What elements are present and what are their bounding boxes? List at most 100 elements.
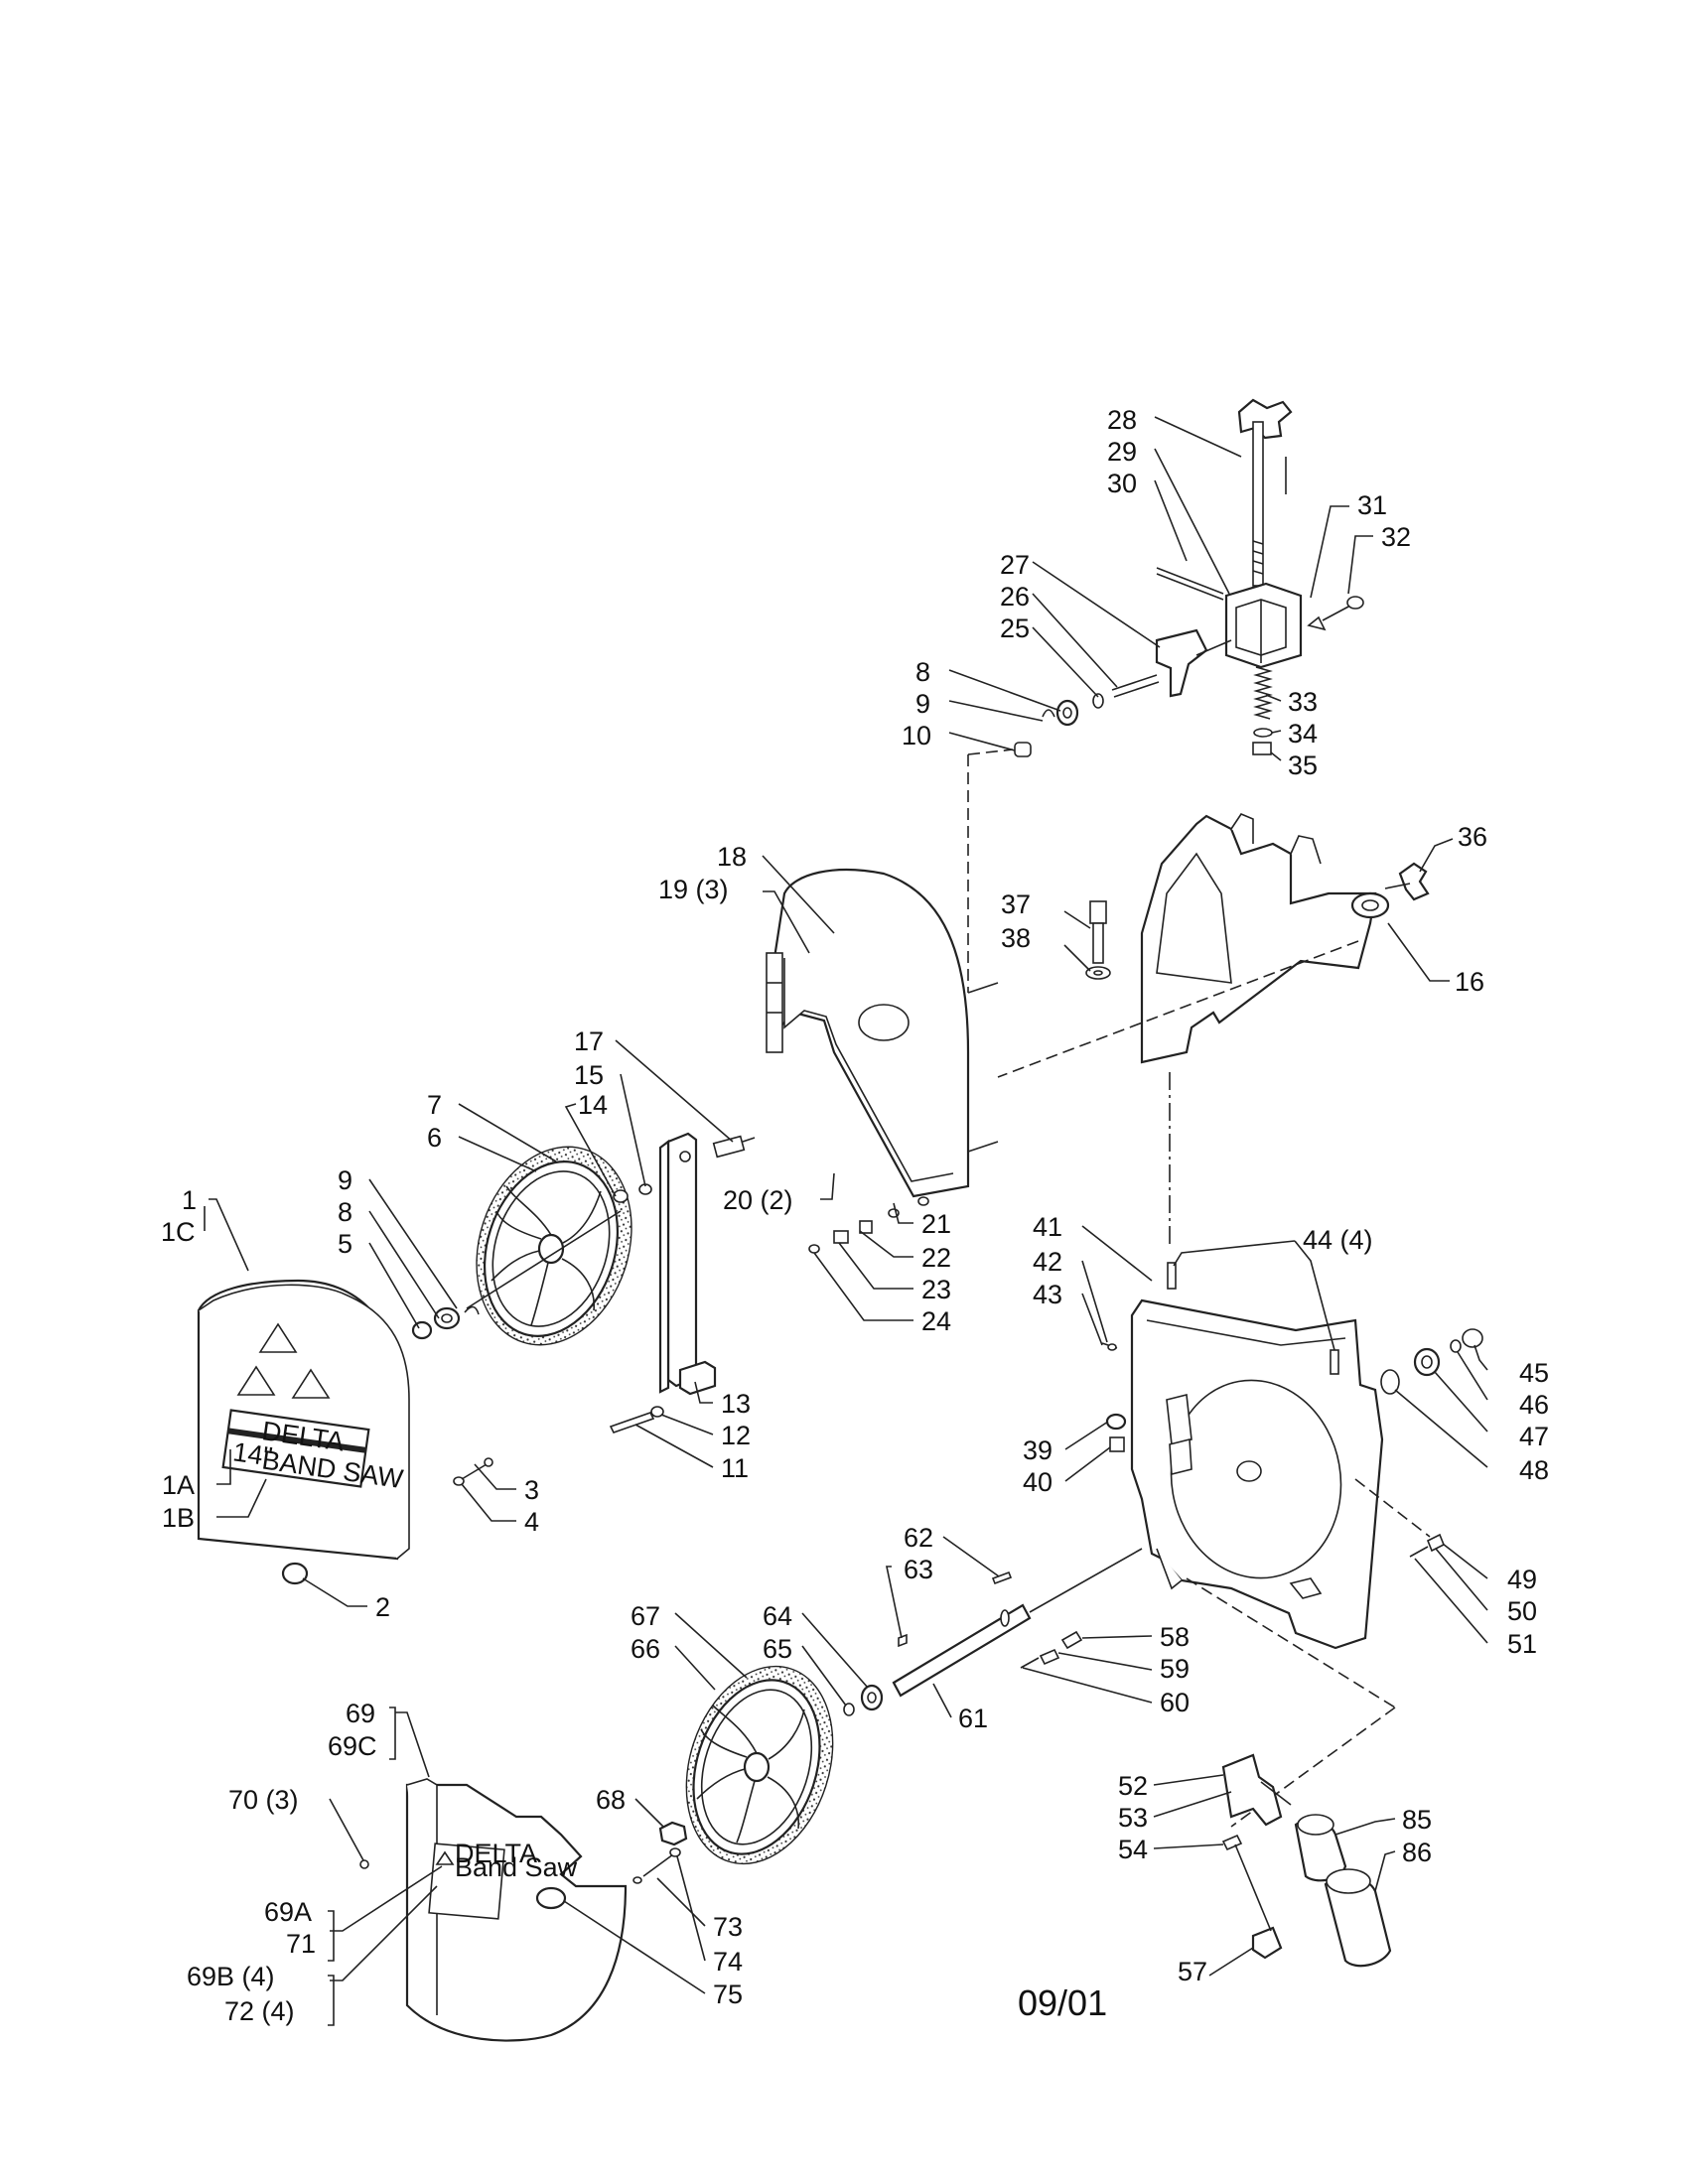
callout-71: 71 — [286, 1929, 316, 1959]
callout-85: 85 — [1402, 1805, 1432, 1835]
guard-decal-size: 14" — [231, 1436, 274, 1471]
callout-2: 2 — [375, 1592, 390, 1622]
callout-12: 12 — [721, 1421, 751, 1450]
callout-1b: 1B — [162, 1503, 195, 1533]
callout-17: 17 — [574, 1026, 604, 1056]
callout-58: 58 — [1160, 1622, 1190, 1652]
date-stamp: 09/01 — [1018, 1982, 1107, 2023]
callout-27: 27 — [1000, 550, 1030, 580]
callout-13: 13 — [721, 1389, 751, 1419]
callout-60: 60 — [1160, 1688, 1190, 1717]
callout-54: 54 — [1118, 1835, 1148, 1864]
callout-41: 41 — [1033, 1212, 1062, 1242]
callout-72: 72 (4) — [224, 1996, 295, 2026]
callout-3: 3 — [524, 1475, 539, 1505]
callout-63: 63 — [904, 1555, 933, 1584]
callout-26: 26 — [1000, 582, 1030, 612]
upper-wheel-hub-parts — [411, 1210, 622, 1340]
upper-frame-casting — [997, 813, 1430, 1246]
callout-62: 62 — [904, 1523, 933, 1553]
callout-7: 7 — [427, 1090, 442, 1120]
callout-69: 69 — [346, 1699, 375, 1728]
callout-22: 22 — [921, 1243, 951, 1273]
callout-69a: 69A — [264, 1897, 312, 1927]
callout-49: 49 — [1507, 1565, 1537, 1594]
callout-50: 50 — [1507, 1596, 1537, 1626]
lower-frame-casting — [1101, 1262, 1483, 1828]
callout-31: 31 — [1357, 490, 1387, 520]
lower-wheel-shaft — [843, 1548, 1143, 1716]
callout-45: 45 — [1519, 1358, 1549, 1388]
callout-42: 42 — [1033, 1247, 1062, 1277]
callout-19: 19 (3) — [658, 875, 729, 904]
callout-74: 74 — [713, 1947, 743, 1977]
callout-8-upper-wheel: 8 — [338, 1197, 352, 1227]
callout-21: 21 — [921, 1209, 951, 1239]
callout-52: 52 — [1118, 1771, 1148, 1801]
callout-16: 16 — [1455, 967, 1484, 997]
callout-38: 38 — [1001, 923, 1031, 953]
callout-10: 10 — [902, 721, 931, 751]
callout-28: 28 — [1107, 405, 1137, 435]
callout-brackets — [328, 457, 1287, 2026]
lower-guard-decal-brand: DELTA — [455, 1839, 537, 1868]
callout-34: 34 — [1288, 719, 1318, 749]
callout-69c: 69C — [328, 1731, 377, 1761]
callout-47: 47 — [1519, 1422, 1549, 1451]
callout-1c: 1C — [161, 1217, 196, 1247]
callout-59: 59 — [1160, 1654, 1190, 1684]
callout-65: 65 — [763, 1634, 792, 1664]
callout-64: 64 — [763, 1601, 792, 1631]
lower-wheel — [658, 1665, 834, 1865]
callout-48: 48 — [1519, 1455, 1549, 1485]
callout-67: 67 — [631, 1601, 660, 1631]
callout-70: 70 (3) — [228, 1785, 299, 1815]
callout-86: 86 — [1402, 1838, 1432, 1867]
callout-29: 29 — [1107, 437, 1137, 467]
callout-24: 24 — [921, 1306, 951, 1336]
callout-9-upper-guide: 9 — [915, 689, 930, 719]
callout-20: 20 (2) — [723, 1185, 793, 1215]
callout-57: 57 — [1178, 1957, 1207, 1986]
callout-32: 32 — [1381, 522, 1411, 552]
callout-8-upper-guide: 8 — [915, 657, 930, 687]
lower-guard-decal-product: Band Saw — [455, 1852, 578, 1882]
callout-23: 23 — [921, 1275, 951, 1304]
callout-25: 25 — [1000, 614, 1030, 643]
callout-40: 40 — [1023, 1467, 1052, 1497]
callout-46: 46 — [1519, 1390, 1549, 1420]
callout-15: 15 — [574, 1060, 604, 1090]
callout-18: 18 — [717, 842, 747, 872]
callout-37: 37 — [1001, 889, 1031, 919]
upper-wheel-guard: DELTA 14" BAND SAW — [197, 1279, 493, 1585]
callout-43: 43 — [1033, 1280, 1062, 1309]
callout-44: 44 (4) — [1303, 1225, 1373, 1255]
dust-port-assembly — [1221, 1753, 1392, 1968]
callout-11: 11 — [721, 1453, 749, 1483]
callout-1a: 1A — [162, 1470, 195, 1500]
callout-35: 35 — [1288, 751, 1318, 780]
callout-75: 75 — [713, 1979, 743, 2009]
upper-wheel-cover — [766, 749, 1014, 1198]
upper-wheel — [476, 1146, 632, 1346]
callout-33: 33 — [1288, 687, 1318, 717]
lower-wheel-guard: DELTA Band Saw — [359, 1778, 681, 2042]
callout-68: 68 — [596, 1785, 626, 1815]
callout-61: 61 — [958, 1704, 988, 1733]
callout-1: 1 — [182, 1185, 197, 1215]
callout-53: 53 — [1118, 1803, 1148, 1833]
callout-5: 5 — [338, 1229, 352, 1259]
callout-9-upper-wheel: 9 — [338, 1165, 352, 1195]
callout-labels: 28 29 30 31 32 27 26 25 8 9 10 33 34 35 … — [161, 405, 1549, 2026]
upper-blade-guide-assembly — [1014, 398, 1364, 757]
blade-guard-bar — [609, 1132, 929, 1433]
callout-14: 14 — [578, 1090, 608, 1120]
callout-66: 66 — [631, 1634, 660, 1664]
callout-4: 4 — [524, 1507, 539, 1537]
callout-73: 73 — [713, 1912, 743, 1942]
callout-30: 30 — [1107, 469, 1137, 498]
callout-6: 6 — [427, 1123, 442, 1153]
callout-51: 51 — [1507, 1629, 1537, 1659]
callout-69b: 69B (4) — [187, 1962, 275, 1991]
